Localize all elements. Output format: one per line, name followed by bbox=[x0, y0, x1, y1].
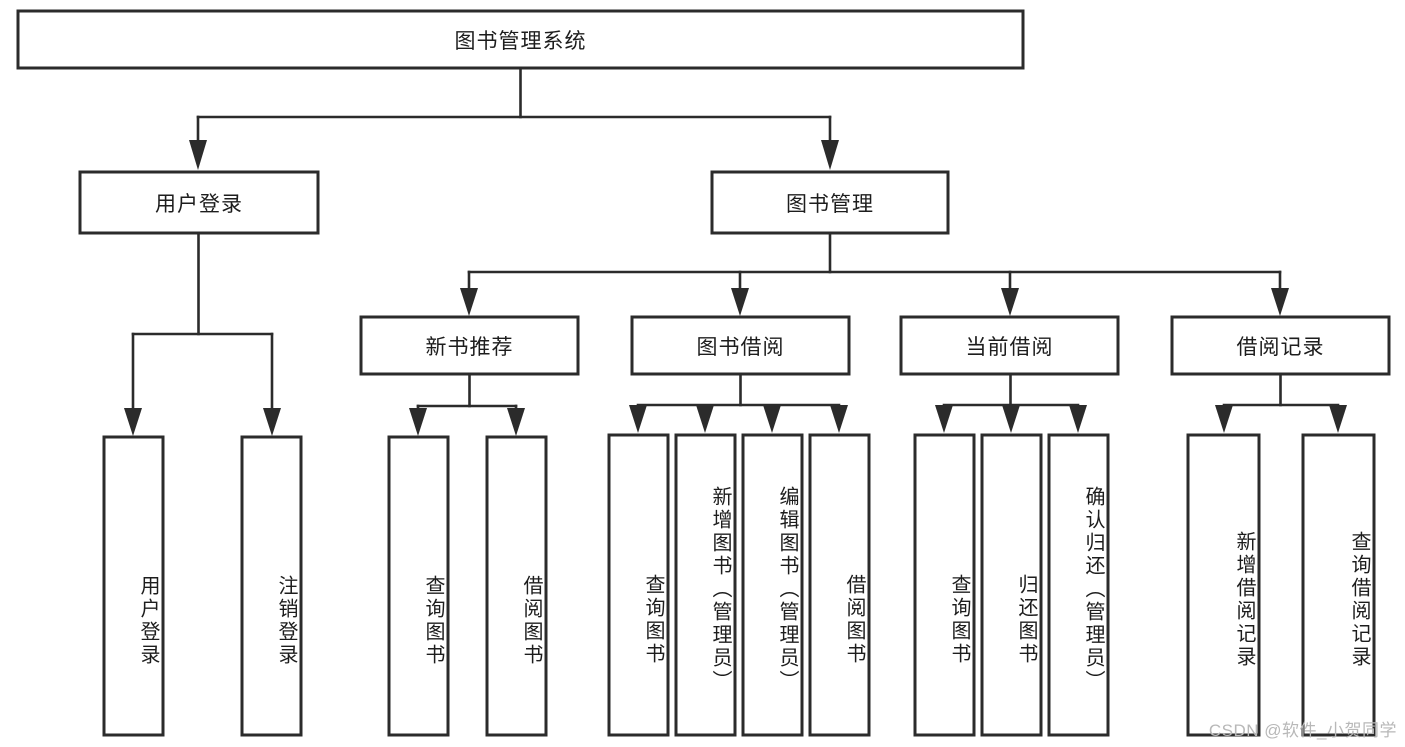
arrow-head-level2-2 bbox=[731, 288, 749, 316]
node-borrow-record[interactable] bbox=[1170, 315, 1391, 376]
arrow-head-level2-3 bbox=[1001, 288, 1019, 316]
arrow-head-level2-1 bbox=[460, 288, 478, 316]
arrow-head-borrowrecord-2 bbox=[1329, 405, 1347, 433]
node-new-book-recommend[interactable] bbox=[359, 315, 580, 376]
arrow-head-userlogin-2 bbox=[263, 408, 281, 436]
arrow-head-currentborrow-2 bbox=[1002, 405, 1020, 433]
arrow-head-bookborrow-3 bbox=[763, 405, 781, 433]
leaf-new-book-recommend-1[interactable] bbox=[485, 435, 548, 737]
leaf-borrow-record-1[interactable] bbox=[1301, 433, 1376, 737]
arrow-head-borrowrecord-1 bbox=[1215, 405, 1233, 433]
leaf-current-borrow-0[interactable] bbox=[913, 433, 976, 737]
leaf-new-book-recommend-0[interactable] bbox=[387, 435, 450, 737]
node-book-management[interactable] bbox=[710, 170, 950, 235]
arrow-head-currentborrow-3 bbox=[1069, 405, 1087, 433]
leaf-user-login-1[interactable] bbox=[240, 435, 303, 737]
arrow-head-level2-4 bbox=[1271, 288, 1289, 316]
leaf-book-borrow-3[interactable] bbox=[808, 433, 871, 737]
leaf-book-borrow-1[interactable] bbox=[674, 433, 737, 737]
arrow-head-bookborrow-2 bbox=[696, 405, 714, 433]
leaf-book-borrow-0[interactable] bbox=[607, 433, 670, 737]
leaf-user-login-0[interactable] bbox=[102, 435, 165, 737]
arrow-head-newbook-2 bbox=[507, 408, 525, 436]
leaf-borrow-record-0[interactable] bbox=[1186, 433, 1261, 737]
leaf-book-borrow-2[interactable] bbox=[741, 433, 804, 737]
arrow-head-userlogin-1 bbox=[124, 408, 142, 436]
arrow-head-level1-1 bbox=[189, 140, 207, 170]
node-current-borrow[interactable] bbox=[899, 315, 1120, 376]
leaf-current-borrow-1[interactable] bbox=[980, 433, 1043, 737]
arrow-head-level1-2 bbox=[821, 140, 839, 170]
node-user-login[interactable] bbox=[78, 170, 320, 235]
arrow-head-currentborrow-1 bbox=[935, 405, 953, 433]
csdn-watermark: CSDN @软件_小贺同学 bbox=[1208, 721, 1397, 740]
node-book-borrow[interactable] bbox=[630, 315, 851, 376]
arrow-head-bookborrow-1 bbox=[629, 405, 647, 433]
arrow-head-newbook-1 bbox=[409, 408, 427, 436]
leaf-current-borrow-2[interactable] bbox=[1047, 433, 1110, 737]
arrow-head-bookborrow-4 bbox=[830, 405, 848, 433]
node-root-system[interactable] bbox=[16, 9, 1025, 70]
